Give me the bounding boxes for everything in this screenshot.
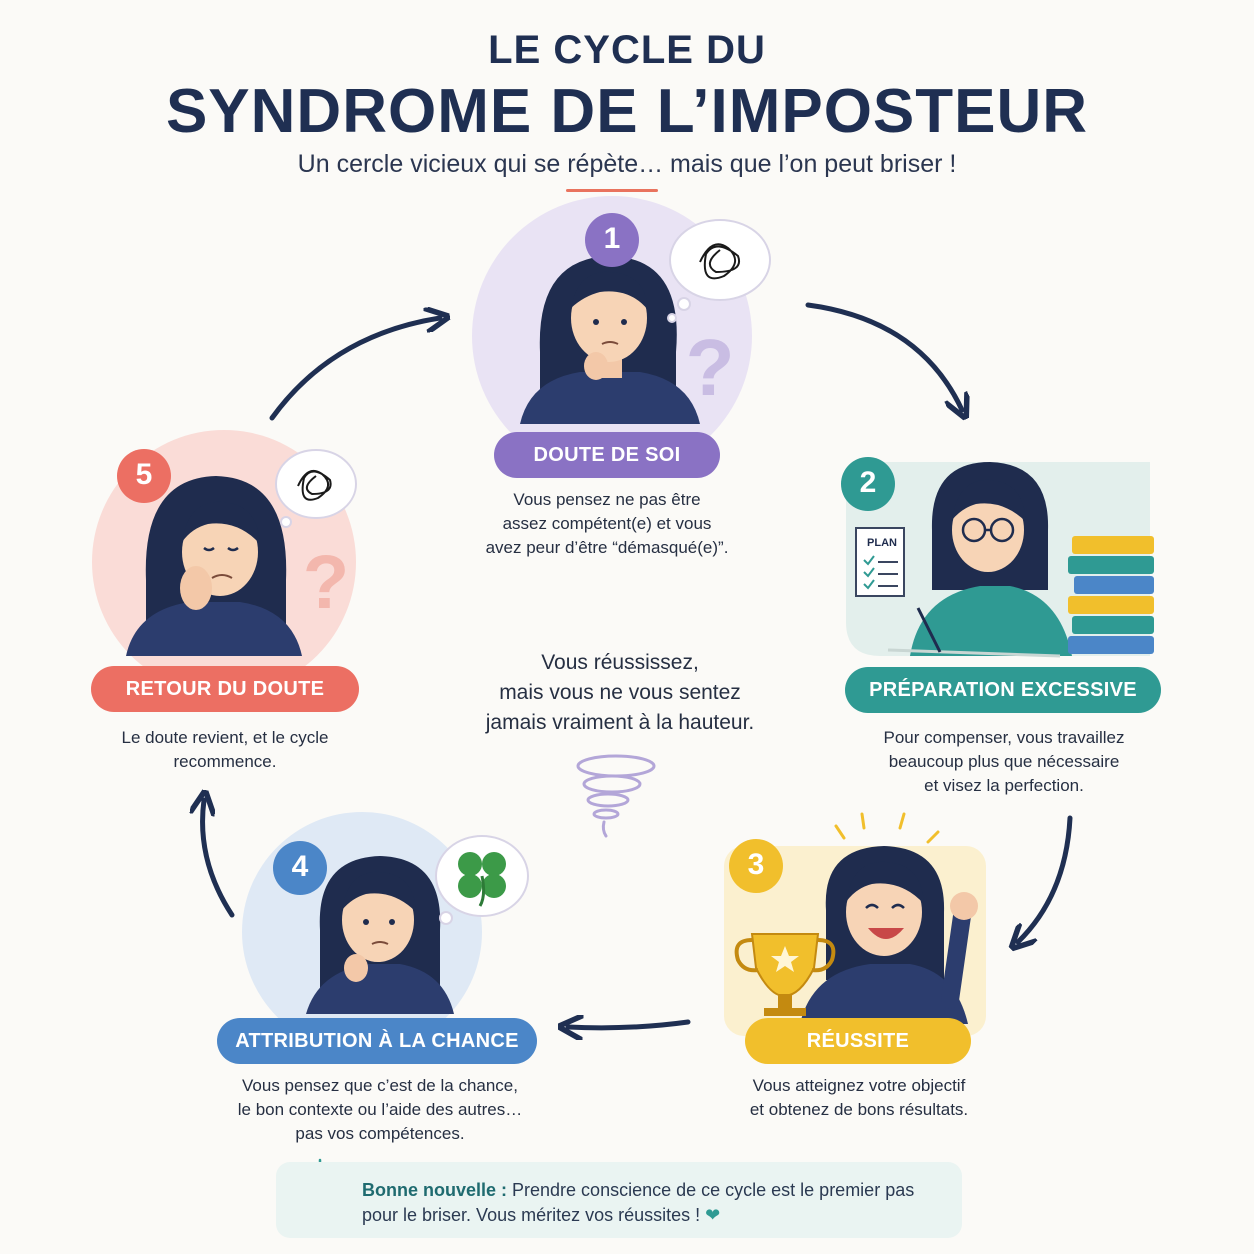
person-celebrating xyxy=(800,846,978,1024)
cycle-arrows xyxy=(203,302,1073,1028)
person-working xyxy=(887,462,1072,658)
checklist-label: PLAN xyxy=(867,537,897,549)
step-4-number: 4 xyxy=(291,850,309,883)
good-news-box xyxy=(276,1162,962,1238)
subtitle-underline xyxy=(566,189,658,192)
step-4-number-badge xyxy=(273,841,327,895)
step-1-description: Vous pensez ne pas être assez compétent(… xyxy=(485,490,729,557)
question-mark-icon: ? xyxy=(303,540,349,625)
step-2-number-badge xyxy=(841,457,895,511)
title-line-1: LE CYCLE DU xyxy=(488,28,766,72)
center-message: Vous réussissez, mais vous ne vous sente… xyxy=(485,651,755,734)
step-3-label: RÉUSSITE xyxy=(745,1018,971,1064)
sparkle-lines xyxy=(834,812,940,844)
step-5-label: RETOUR DU DOUTE xyxy=(91,666,359,712)
arrow-1-to-2 xyxy=(805,302,962,410)
subtitle: Un cercle vicieux qui se répète… mais qu… xyxy=(297,150,957,178)
step-1-number-badge xyxy=(585,213,639,267)
question-mark-icon: ? xyxy=(686,323,735,412)
person-doubting xyxy=(520,256,700,424)
title-line-2: SYNDROME DE L’IMPOSTEUR xyxy=(165,77,1089,146)
step-4-description: Vous pensez que c’est de la chance, le b… xyxy=(237,1076,523,1143)
spiral-icon xyxy=(576,754,656,838)
step-3-number-badge xyxy=(729,839,783,893)
scribble-thought-icon xyxy=(667,219,771,323)
person-doubtful xyxy=(306,856,454,1014)
step-1-label: DOUTE DE SOI xyxy=(494,432,720,478)
heart-icon: ❤ xyxy=(705,1205,721,1225)
step-5-number-badge xyxy=(117,449,171,503)
step-1-illustration: ? xyxy=(472,196,771,476)
arrow-3-to-4 xyxy=(568,1022,691,1028)
checklist-icon: PLAN xyxy=(855,527,905,597)
books-icon xyxy=(1068,536,1154,654)
trophy-icon xyxy=(734,933,836,1016)
step-1-number: 1 xyxy=(603,222,621,255)
good-news-text: Bonne nouvelle : Prendre conscience de c… xyxy=(362,1180,915,1225)
arrow-5-to-1 xyxy=(269,318,440,421)
step-2-label: PRÉPARATION EXCESSIVE xyxy=(845,667,1161,713)
step-3-number: 3 xyxy=(747,848,765,881)
step-2-description: Pour compenser, vous travaillez beaucoup… xyxy=(883,728,1125,795)
step-4-illustration xyxy=(242,812,529,1052)
step-5-number: 5 xyxy=(135,458,153,491)
arrow-2-to-3 xyxy=(1018,815,1073,942)
step-2-illustration: PLAN xyxy=(841,457,1154,658)
step-2-number: 2 xyxy=(859,466,877,499)
four-leaf-clover-icon xyxy=(435,835,529,925)
arrow-4-to-5 xyxy=(203,800,235,918)
scribble-thought-icon xyxy=(275,449,357,528)
step-4-label: ATTRIBUTION À LA CHANCE xyxy=(217,1018,537,1064)
step-5-description: Le doute revient, et le cycle recommence… xyxy=(121,728,329,771)
person-worried xyxy=(126,476,302,656)
step-5-illustration: ? xyxy=(92,430,357,694)
step-3-description: Vous atteignez votre objectif et obtenez… xyxy=(749,1076,969,1119)
step-3-illustration xyxy=(724,812,986,1036)
good-news-bold: Bonne nouvelle : xyxy=(362,1180,508,1200)
